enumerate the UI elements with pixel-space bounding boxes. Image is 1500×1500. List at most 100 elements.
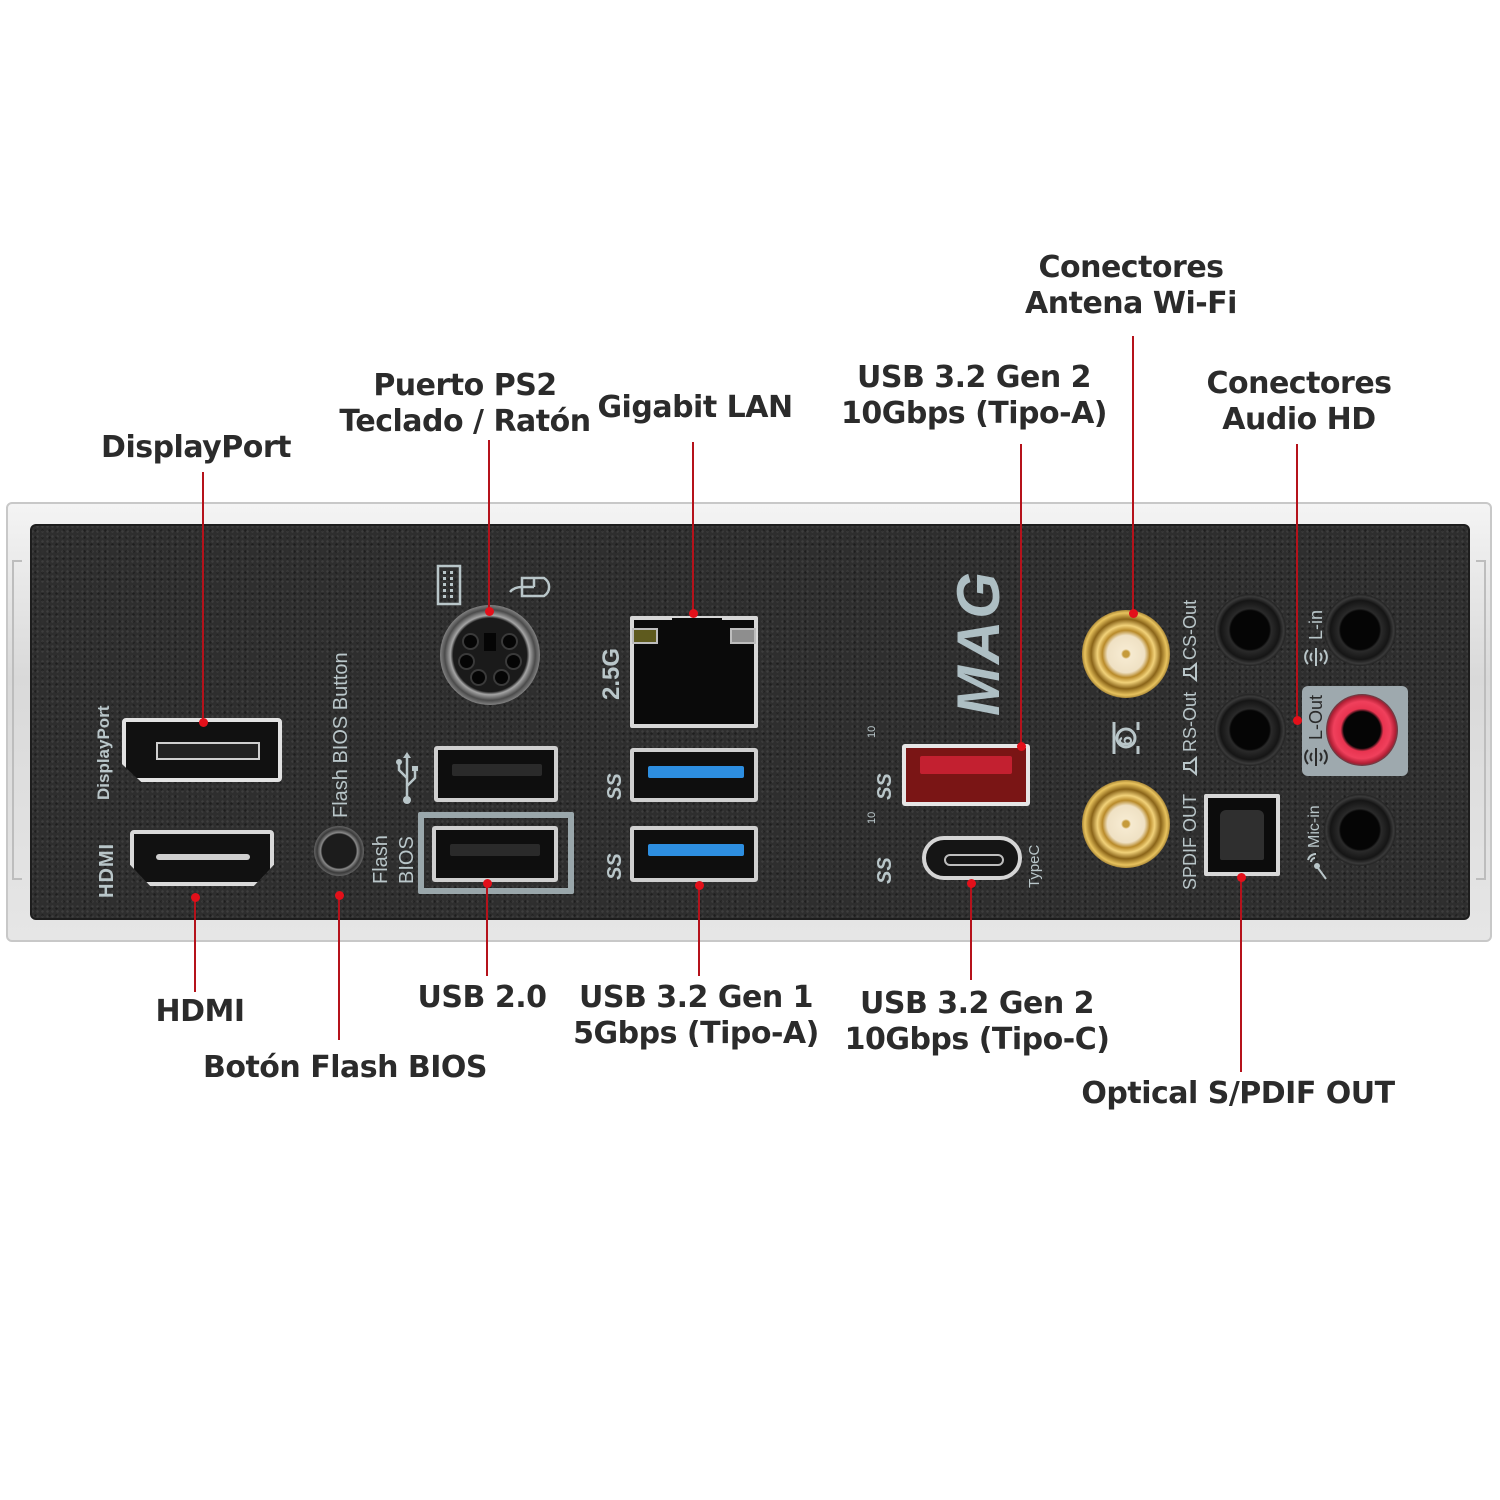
callout-label: USB 3.2 Gen 1	[578, 980, 814, 1015]
callout-label: 5Gbps (Tipo-A)	[573, 1016, 819, 1051]
callout-hdmi: HDMI	[155, 994, 245, 1030]
audio-jack-rs-out[interactable]	[1214, 694, 1286, 766]
mouse-icon	[509, 576, 551, 598]
callout-lan: Gigabit LAN	[597, 390, 793, 426]
leader-line-usb-gen1	[698, 884, 700, 976]
callout-usb-gen1: USB 3.2 Gen 1 5Gbps (Tipo-A)	[573, 980, 819, 1052]
lan-led-speed	[730, 628, 756, 644]
ps2-port[interactable]	[440, 605, 540, 705]
leader-line-displayport	[202, 472, 204, 722]
leader-line-usb-gen2-typea	[1020, 444, 1022, 746]
callout-label: 10Gbps (Tipo-C)	[844, 1022, 1110, 1057]
line-out-label: L-Out	[1306, 694, 1326, 740]
leader-line-audio	[1296, 444, 1298, 720]
leader-dot-wifi	[1129, 609, 1138, 618]
usb-tongue	[452, 764, 542, 776]
callout-label: DisplayPort	[101, 430, 291, 465]
leader-line-usb-gen2-typec	[970, 882, 972, 980]
rs-out-label: RS-Out	[1180, 691, 1200, 752]
flash-bios-usb-label-line2: BIOS	[396, 836, 418, 884]
displayport-port[interactable]	[122, 718, 282, 782]
leader-dot-spdif	[1237, 873, 1246, 882]
callout-audio-hd: Conectores Audio HD	[1206, 366, 1392, 438]
speaker-icon	[1183, 662, 1197, 682]
hdmi-contacts	[156, 854, 250, 860]
callout-label: Teclado / Ratón	[339, 404, 591, 439]
usb-icon	[396, 752, 418, 804]
superspeed-10-superscript: 10	[866, 725, 878, 738]
callout-label: 10Gbps (Tipo-A)	[840, 396, 1108, 431]
flash-bios-usb-label-line1: Flash	[370, 835, 392, 884]
callout-label: USB 3.2 Gen 2	[856, 360, 1092, 395]
callout-spdif: Optical S/PDIF OUT	[1081, 1076, 1395, 1112]
callout-label: HDMI	[155, 994, 245, 1029]
leader-dot-displayport	[199, 718, 208, 727]
audio-jack-line-in[interactable]	[1324, 594, 1396, 666]
audio-jack-cs-out[interactable]	[1214, 594, 1286, 666]
leader-line-usb2	[486, 882, 488, 976]
keyboard-icon	[436, 564, 462, 606]
audio-wave-icon	[1304, 648, 1328, 666]
usb3-gen2-typea-port[interactable]	[902, 744, 1030, 806]
callout-label: USB 3.2 Gen 2	[859, 986, 1095, 1021]
callout-label: Conectores	[1206, 366, 1392, 401]
typec-tongue	[944, 854, 1004, 866]
flash-bios-button[interactable]	[314, 826, 364, 876]
usb-tongue-blue	[648, 844, 744, 856]
callout-label: Puerto PS2	[373, 368, 557, 403]
audio-jack-mic-in[interactable]	[1324, 794, 1396, 866]
usb2-port-top[interactable]	[434, 746, 558, 802]
displayport-silkscreen: DisplayPort	[94, 705, 113, 800]
superspeed-10-logo: SS	[874, 857, 896, 884]
leader-dot-flash-bios	[335, 891, 344, 900]
usb-tongue-blue	[648, 766, 744, 778]
leader-line-ps2	[488, 440, 490, 612]
callout-ps2: Puerto PS2 Teclado / Ratón	[339, 368, 591, 440]
usb-typec-port[interactable]	[922, 836, 1022, 880]
spdif-out-label: SPDIF OUT	[1180, 793, 1200, 890]
leader-line-flash-bios	[338, 894, 340, 1040]
usb3-gen1-port-top[interactable]	[630, 748, 758, 802]
optical-shutter	[1220, 810, 1264, 860]
usb2-port-flash-bios[interactable]	[432, 826, 558, 882]
hdmi-logo: HDMI	[96, 842, 118, 898]
callout-usb2: USB 2.0	[418, 980, 547, 1016]
callout-label: Audio HD	[1222, 402, 1376, 437]
typec-silkscreen: TypeC	[1026, 844, 1043, 888]
superspeed-logo: SS	[604, 853, 626, 880]
callout-wifi-antenna: Conectores Antena Wi-Fi	[1025, 250, 1237, 322]
wifi6-number: 6	[1116, 735, 1136, 746]
leader-dot-hdmi	[191, 893, 200, 902]
usb3-gen1-port-bottom[interactable]	[630, 826, 758, 882]
leader-dot-audio	[1293, 716, 1302, 725]
audio-jack-line-out[interactable]	[1326, 694, 1398, 766]
leader-line-lan	[692, 442, 694, 614]
ps2-pin	[460, 655, 473, 668]
io-shield-rail-right	[1476, 560, 1486, 880]
wifi-antenna-connector-2[interactable]	[1082, 780, 1170, 868]
callout-label: Optical S/PDIF OUT	[1081, 1076, 1395, 1111]
leader-dot-lan	[689, 609, 698, 618]
ps2-pin	[507, 655, 520, 668]
callout-usb-gen2-typec: USB 3.2 Gen 2 10Gbps (Tipo-C)	[845, 986, 1110, 1058]
lan-speed-label: 2.5G	[598, 647, 625, 700]
microphone-icon	[1307, 853, 1327, 880]
wifi-antenna-connector-1[interactable]	[1082, 610, 1170, 698]
superspeed-10-superscript: 10	[866, 811, 878, 824]
optical-spdif-port[interactable]	[1204, 794, 1280, 876]
hdmi-port[interactable]	[130, 830, 274, 886]
leader-dot-usb2	[483, 879, 492, 888]
ps2-pin	[472, 671, 485, 684]
usb-tongue	[450, 844, 540, 856]
callout-label: USB 2.0	[417, 980, 547, 1015]
audio-wave-icon	[1304, 748, 1328, 766]
mic-in-label: Mic-in	[1306, 805, 1323, 848]
ps2-pin	[503, 635, 516, 648]
callout-label: Conectores	[1038, 250, 1224, 285]
displayport-contacts	[156, 742, 260, 760]
callout-displayport: DisplayPort	[101, 430, 291, 466]
ps2-key	[484, 633, 496, 651]
lan-port[interactable]	[630, 616, 758, 728]
leader-line-hdmi	[194, 896, 196, 992]
superspeed-10-logo: SS	[874, 773, 896, 800]
